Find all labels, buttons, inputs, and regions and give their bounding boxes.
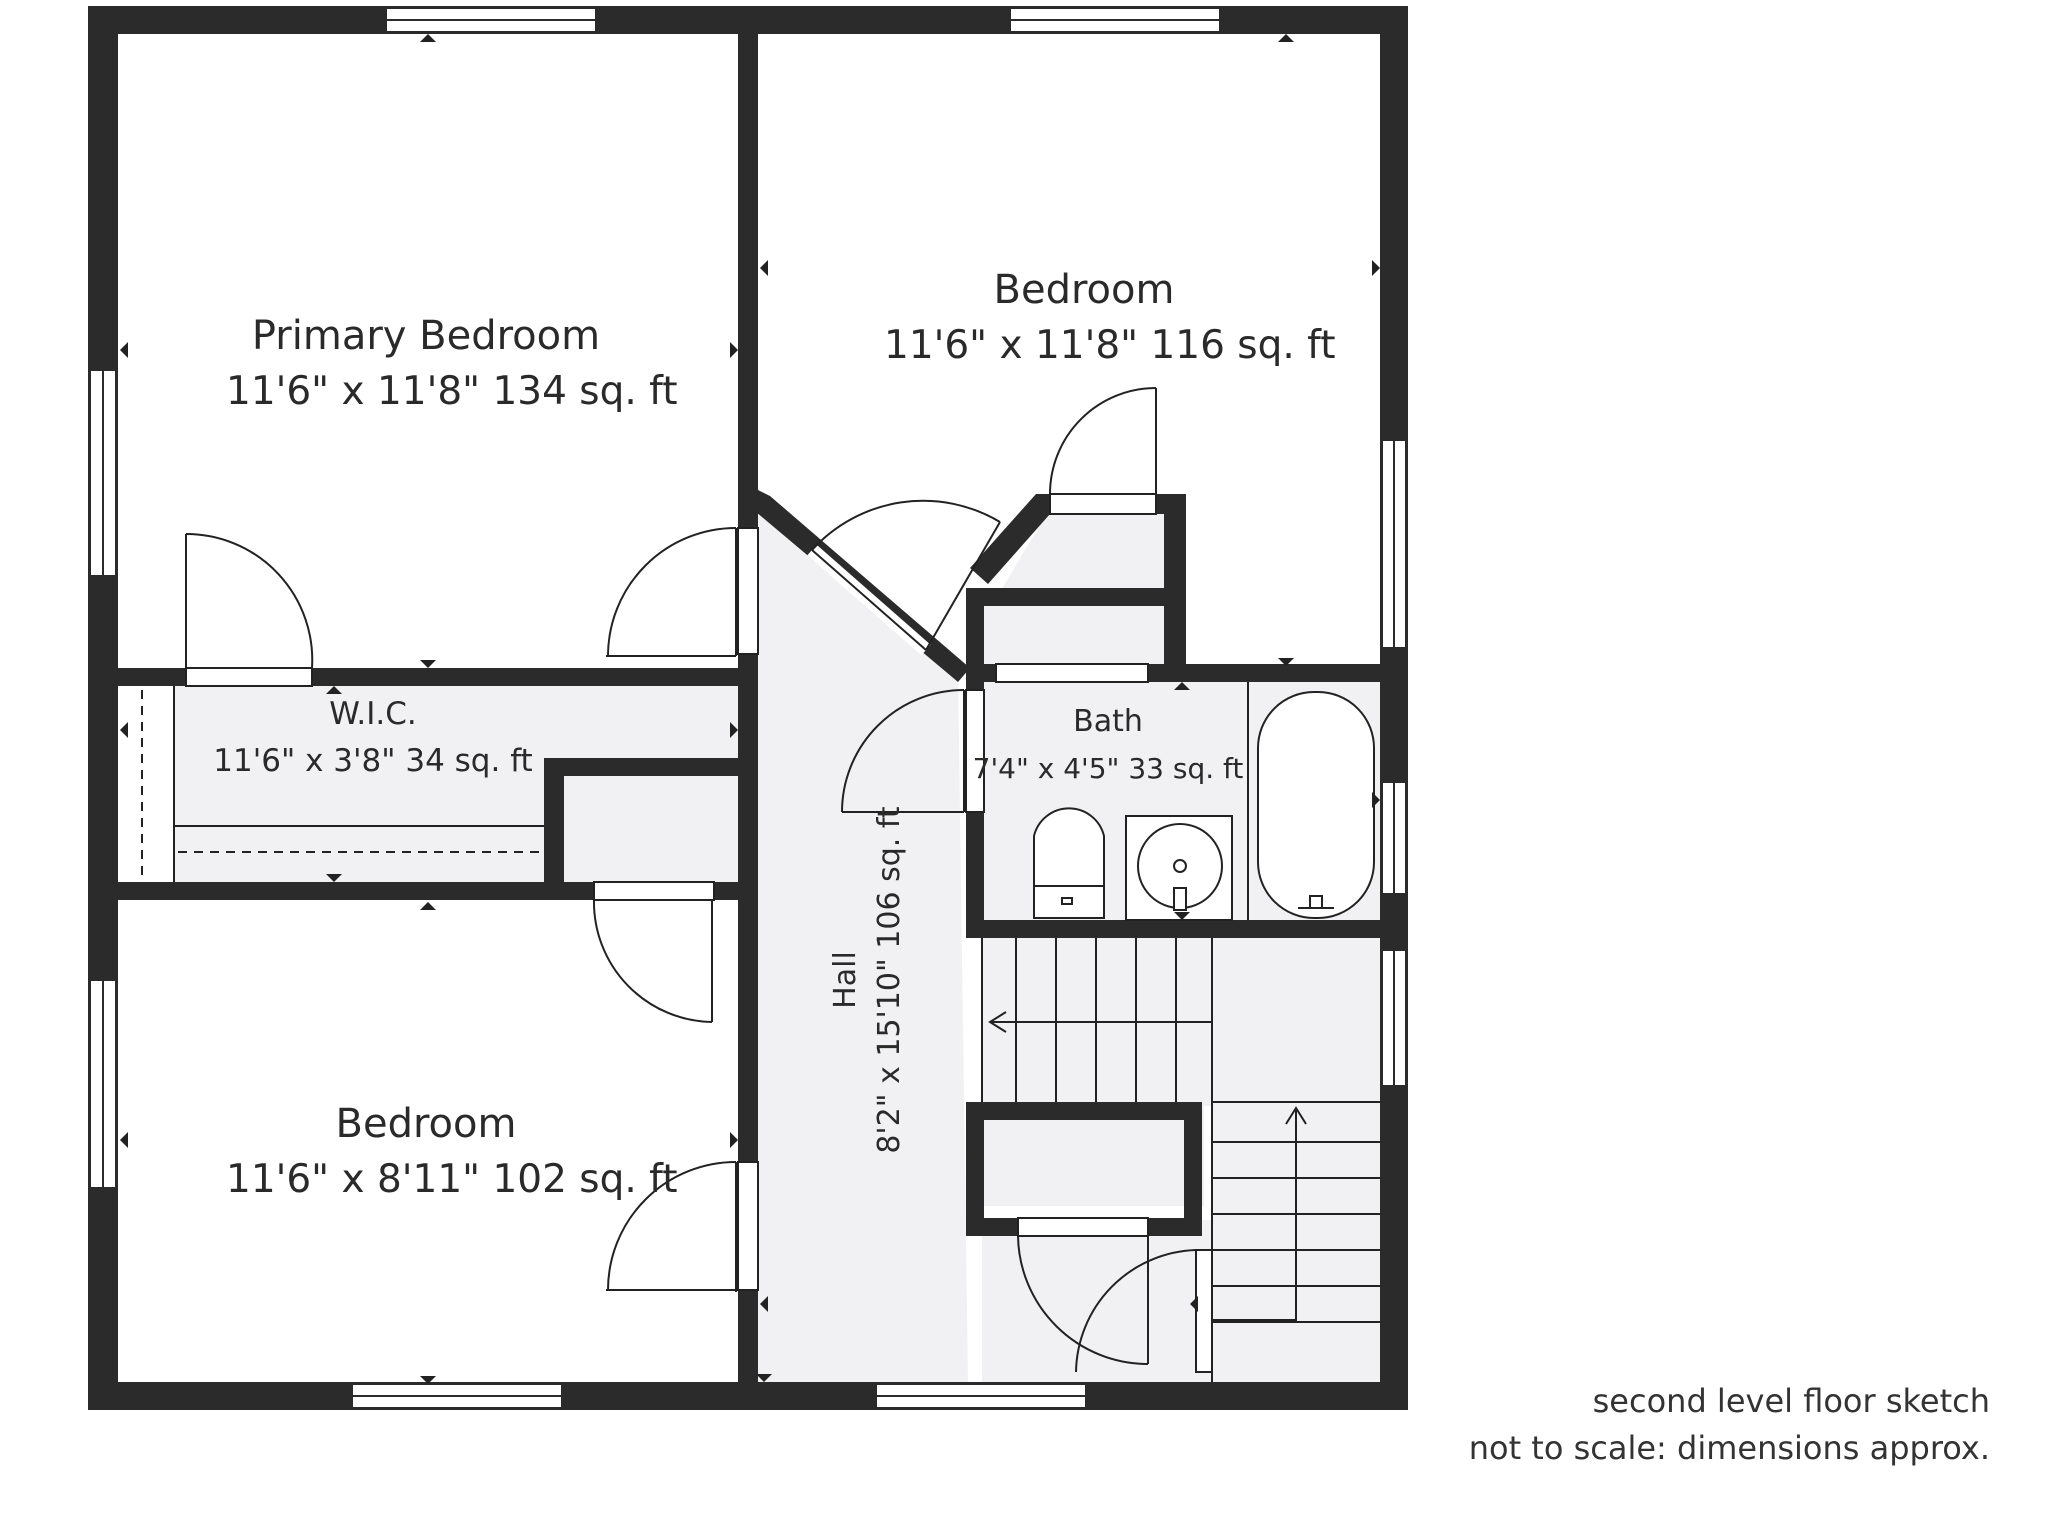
window-icon <box>385 7 597 33</box>
measure-marker-icon <box>1372 260 1380 276</box>
measure-marker-icon <box>1174 682 1190 690</box>
room-dimensions: 11'6" x 11'8" 134 sq. ft <box>226 369 678 414</box>
door-swing-icon <box>606 1161 737 1292</box>
room-name: Hall <box>828 951 863 1009</box>
doors <box>185 387 1213 1373</box>
room-name: W.I.C. <box>329 696 417 732</box>
room-label-bath: Bath 7'4" x 4'5" 33 sq. ft <box>968 700 1248 794</box>
room-label-bedroom-2: Bedroom 11'6" x 11'8" 116 sq. ft <box>884 262 1336 374</box>
bathtub-icon <box>1247 682 1375 920</box>
measure-markers <box>120 34 1380 1384</box>
sketch-notes: second level floor sketch not to scale: … <box>1469 1378 1990 1472</box>
measure-marker-icon <box>730 1132 738 1148</box>
room-dimensions: 8'2" x 15'10" 106 sq. ft <box>872 806 907 1154</box>
note-line-2: not to scale: dimensions approx. <box>1468 1429 1990 1467</box>
measure-marker-icon <box>1372 792 1380 808</box>
window-icon <box>1009 7 1221 33</box>
room-label-bedroom-3: Bedroom 11'6" x 8'11" 102 sq. ft <box>226 1096 678 1208</box>
measure-marker-icon <box>326 874 342 882</box>
door-swing-icon <box>1049 387 1157 495</box>
measure-marker-icon <box>1278 658 1294 666</box>
window-icon <box>1381 949 1407 1087</box>
measure-marker-icon <box>420 660 436 668</box>
door-swing-icon <box>1017 1235 1149 1365</box>
measure-marker-icon <box>326 686 342 694</box>
wic-shelving <box>141 686 544 882</box>
room-name: Bath <box>1073 704 1143 739</box>
note-line-1: second level floor sketch <box>1592 1382 1990 1420</box>
bath-fixtures <box>1033 682 1375 921</box>
stairs-arrow-icon <box>988 1011 1212 1033</box>
door-swing-icon <box>807 499 1001 656</box>
stairs <box>981 938 1380 1382</box>
measure-marker-icon <box>120 722 128 738</box>
room-dimensions: 7'4" x 4'5" 33 sq. ft <box>972 752 1244 785</box>
measure-marker-icon <box>730 722 738 738</box>
window-icon <box>875 1383 1087 1409</box>
measure-marker-icon <box>120 342 128 358</box>
measure-marker-icon <box>756 1374 772 1382</box>
measure-marker-icon <box>1174 912 1190 920</box>
measure-marker-icon <box>1278 34 1294 42</box>
measure-marker-icon <box>760 1296 768 1312</box>
measure-marker-icon <box>760 260 768 276</box>
room-name: Bedroom <box>335 1101 517 1147</box>
room-name: Bedroom <box>993 267 1175 313</box>
toilet-icon <box>1033 807 1105 919</box>
windows <box>89 7 1407 1409</box>
stairs-arrow-icon <box>1212 1106 1307 1321</box>
door-swing-icon <box>606 527 737 657</box>
room-dimensions: 11'6" x 8'11" 102 sq. ft <box>226 1157 678 1202</box>
measure-marker-icon <box>120 1132 128 1148</box>
window-icon <box>1381 781 1407 895</box>
room-label-primary-bedroom: Primary Bedroom 11'6" x 11'8" 134 sq. ft <box>226 308 678 420</box>
room-name: Primary Bedroom <box>251 313 601 359</box>
measure-marker-icon <box>420 902 436 910</box>
sink-icon <box>1125 815 1233 921</box>
window-icon <box>89 979 117 1189</box>
measure-marker-icon <box>1190 1296 1198 1312</box>
door-swing-icon <box>185 532 314 669</box>
window-icon <box>1381 439 1407 649</box>
door-swing-icon <box>841 689 965 813</box>
walls <box>88 6 1408 1410</box>
room-dimensions: 11'6" x 3'8" 34 sq. ft <box>213 743 533 779</box>
measure-marker-icon <box>420 34 436 42</box>
window-icon <box>351 1383 563 1409</box>
measure-marker-icon <box>420 1376 436 1384</box>
room-label-wic: W.I.C. 11'6" x 3'8" 34 sq. ft <box>198 692 548 786</box>
measure-marker-icon <box>730 342 738 358</box>
window-icon <box>89 369 117 577</box>
room-dimensions: 11'6" x 11'8" 116 sq. ft <box>884 323 1336 368</box>
door-swing-icon <box>592 899 713 1023</box>
